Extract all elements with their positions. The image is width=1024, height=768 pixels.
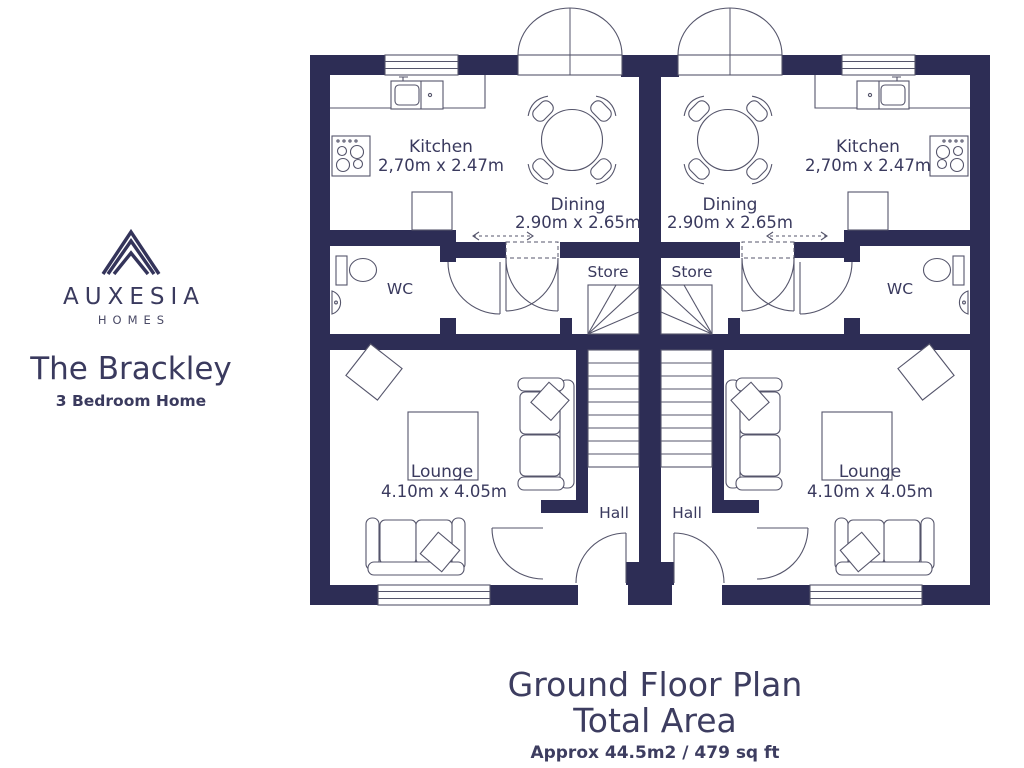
hall-label: Hall	[672, 504, 702, 522]
dining-label: Dining	[703, 195, 758, 215]
store-label: Store	[672, 263, 713, 281]
brand-tagline: HOMES	[97, 313, 171, 327]
brand-name: AUXESIA	[63, 284, 205, 310]
plan-subtitle: 3 Bedroom Home	[55, 392, 207, 410]
dining-dims: 2.90m x 2.65m	[667, 213, 793, 232]
caption-area: Approx 44.5m2 / 479 sq ft	[530, 743, 780, 763]
lounge-dims: 4.10m x 4.05m	[807, 482, 933, 501]
dining-dims: 2.90m x 2.65m	[515, 213, 641, 232]
lounge-dims: 4.10m x 4.05m	[381, 482, 507, 501]
wc-label: WC	[387, 280, 413, 298]
plan-caption: Ground Floor Plan Total Area Approx 44.5…	[420, 668, 890, 763]
kitchen-label: Kitchen	[409, 137, 473, 157]
kitchen-label: Kitchen	[836, 137, 900, 157]
caption-title: Ground Floor Plan	[507, 665, 803, 704]
auxesia-logo-icon	[101, 228, 161, 276]
brand-panel: AUXESIA HOMES The Brackley 3 Bedroom Hom…	[18, 228, 244, 410]
hall-label: Hall	[599, 504, 629, 522]
lounge-label: Lounge	[839, 462, 901, 482]
plan-name: The Brackley	[30, 351, 232, 387]
wc-label: WC	[887, 280, 913, 298]
kitchen-dims: 2,70m x 2.47m	[378, 156, 504, 175]
store-label: Store	[588, 263, 629, 281]
dining-label: Dining	[551, 195, 606, 215]
caption-subtitle: Total Area	[573, 701, 737, 740]
kitchen-dims: 2,70m x 2.47m	[805, 156, 931, 175]
lounge-label: Lounge	[411, 462, 473, 482]
